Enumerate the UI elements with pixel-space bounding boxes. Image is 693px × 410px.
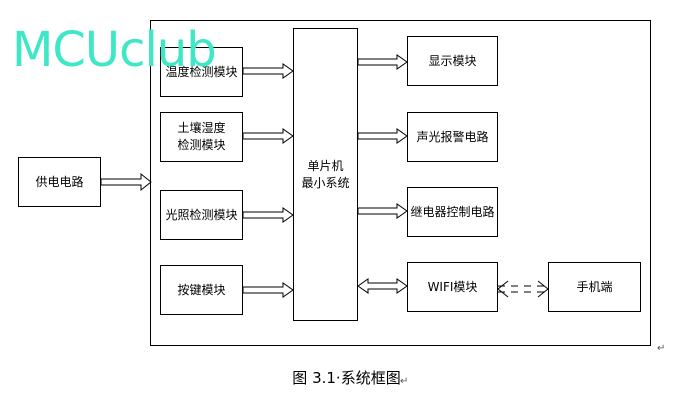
- phone-block: 手机端: [548, 262, 641, 312]
- wifi-block: WIFI模块: [407, 262, 498, 312]
- figure-caption: 图 3.1·系统框图: [292, 369, 401, 387]
- arrow-key-to-mcu: [242, 282, 294, 298]
- paragraph-mark-caption: ↵: [400, 376, 409, 387]
- watermark-logo: MCUclub: [12, 22, 217, 78]
- arrow-mcu-to-relay: [357, 203, 408, 219]
- arrow-power-to-system: [100, 172, 152, 192]
- arrow-wifi-phone-dashed: [497, 280, 549, 298]
- relay-block: 继电器控制电路: [407, 187, 498, 237]
- arrow-temp-to-mcu: [242, 63, 294, 79]
- power-block: 供电电路: [18, 157, 101, 207]
- arrow-mcu-to-alarm: [357, 128, 408, 144]
- soil-block: 土壤湿度 检测模块: [160, 112, 243, 162]
- arrow-soil-to-mcu: [242, 128, 294, 144]
- display-block: 显示模块: [407, 36, 498, 86]
- arrow-mcu-to-display: [357, 54, 408, 70]
- temp-block: 温度检测模块: [160, 47, 243, 97]
- paragraph-mark-top: ↵: [657, 343, 666, 354]
- arrow-light-to-mcu: [242, 207, 294, 223]
- mcu-block: 单片机 最小系统: [293, 28, 358, 321]
- arrow-mcu-wifi-bidirectional: [357, 278, 408, 294]
- alarm-block: 声光报警电路: [407, 112, 498, 162]
